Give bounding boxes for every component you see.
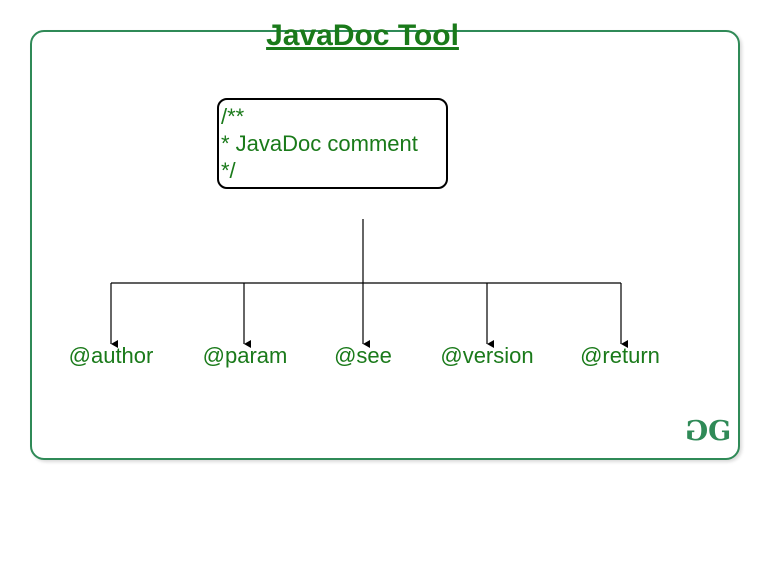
comment-open-line: /** [221, 104, 245, 129]
tag-version: @version [440, 343, 534, 368]
comment-close-line: */ [221, 158, 236, 183]
tag-return: @return [580, 343, 660, 368]
logo-left-letter: G [687, 416, 709, 447]
logo-right-letter: G [708, 416, 731, 447]
diagram-title: JavaDoc Tool [266, 19, 459, 52]
comment-body-line: * JavaDoc comment [221, 131, 418, 156]
gfg-logo: GG [687, 416, 731, 447]
tag-see: @see [334, 343, 392, 368]
tag-param: @param [202, 343, 288, 368]
tag-author: @author [68, 343, 154, 368]
javadoc-comment-box: /** * JavaDoc comment */ [217, 98, 448, 189]
diagram-frame [30, 30, 740, 460]
